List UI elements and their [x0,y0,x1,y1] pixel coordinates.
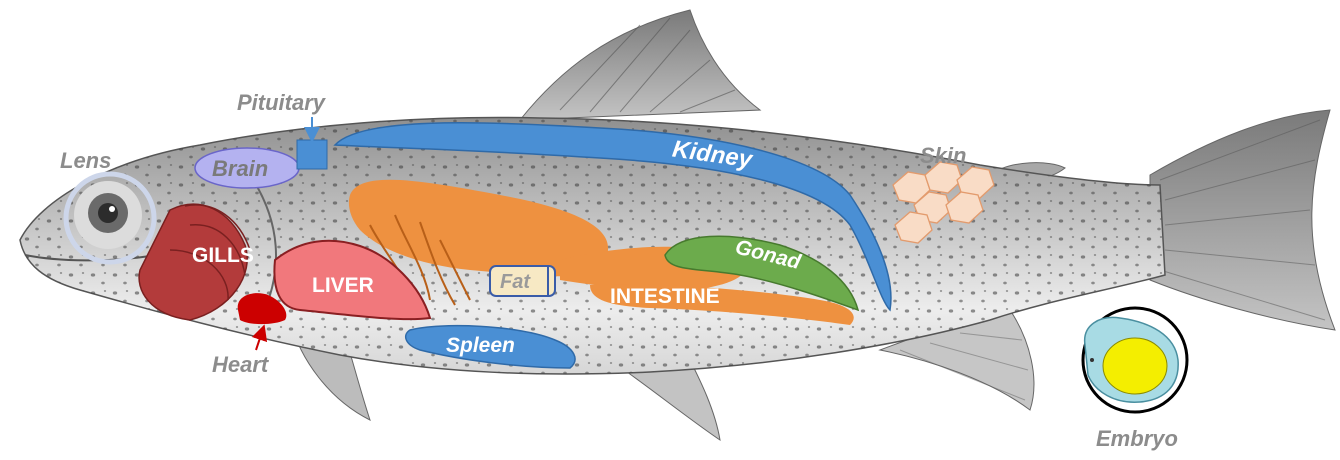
spleen-label: Spleen [446,334,515,357]
pituitary-label: Pituitary [237,90,327,115]
eye [74,181,142,249]
dorsal-fin [520,10,760,120]
skin-label: Skin [920,143,966,168]
brain-label: Brain [212,156,268,181]
heart-label: Heart [212,352,270,377]
fat-label: Fat [500,271,531,293]
lens-label: Lens [60,148,111,173]
pituitary-square [297,140,327,169]
liver-label: LIVER [312,274,374,297]
embryo-circle [1083,308,1187,412]
gills-label: GILLS [192,244,254,267]
intestine-label: INTESTINE [610,285,720,308]
tail-fin [1150,110,1335,330]
embryo-label: Embryo [1096,426,1178,451]
